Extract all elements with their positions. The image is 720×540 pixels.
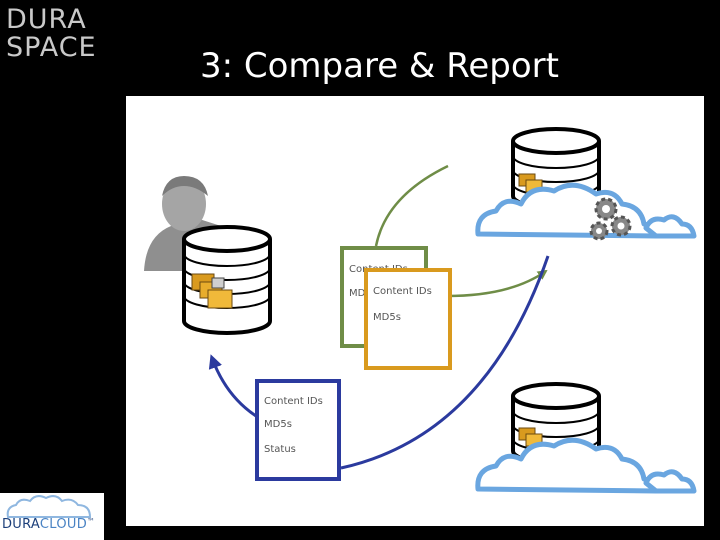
orange-doc-content-ids: Content IDs: [373, 286, 432, 297]
duracloud-wordmark: DURACLOUD™: [2, 517, 95, 532]
blue-report-document: Content IDs MD5s Status: [255, 379, 341, 481]
duracloud-cloud-icon: [6, 495, 92, 518]
blue-doc-md5s: MD5s: [264, 419, 292, 430]
top-cloud-to-doc-arrow: [374, 164, 449, 247]
logo-text-dura: DURA: [6, 4, 87, 35]
doc-to-cloud-arrow: [445, 269, 548, 298]
cloud-bottom-icon: [475, 437, 697, 494]
logo-trademark: ™: [87, 517, 96, 526]
diagram-panel: Content IDs MD5s Content IDs MD5s Conten…: [126, 96, 704, 526]
bottom-cloud-to-report-arrow: [340, 255, 550, 470]
blue-doc-content-ids: Content IDs: [264, 396, 323, 407]
orange-doc-md5s: MD5s: [373, 312, 401, 323]
local-database-icon: [182, 225, 272, 335]
cloud-top-icon: [475, 182, 697, 239]
duracloud-logo: DURACLOUD™: [0, 493, 104, 540]
slide-title: 3: Compare & Report: [200, 46, 559, 86]
orange-manifest-document: Content IDs MD5s: [364, 268, 452, 370]
logo-text-dura-bottom: DURA: [2, 517, 40, 532]
duraspace-logo: DURA SPACE: [6, 4, 96, 64]
report-to-user-arrow: [208, 354, 257, 418]
blue-doc-status: Status: [264, 444, 296, 455]
diagram-canvas: Content IDs MD5s Content IDs MD5s Conten…: [144, 127, 697, 494]
logo-text-cloud: CLOUD: [39, 517, 88, 532]
gears-icon: [589, 197, 632, 241]
green-doc-md5s: MD5s: [349, 288, 377, 299]
logo-text-space: SPACE: [6, 32, 97, 63]
